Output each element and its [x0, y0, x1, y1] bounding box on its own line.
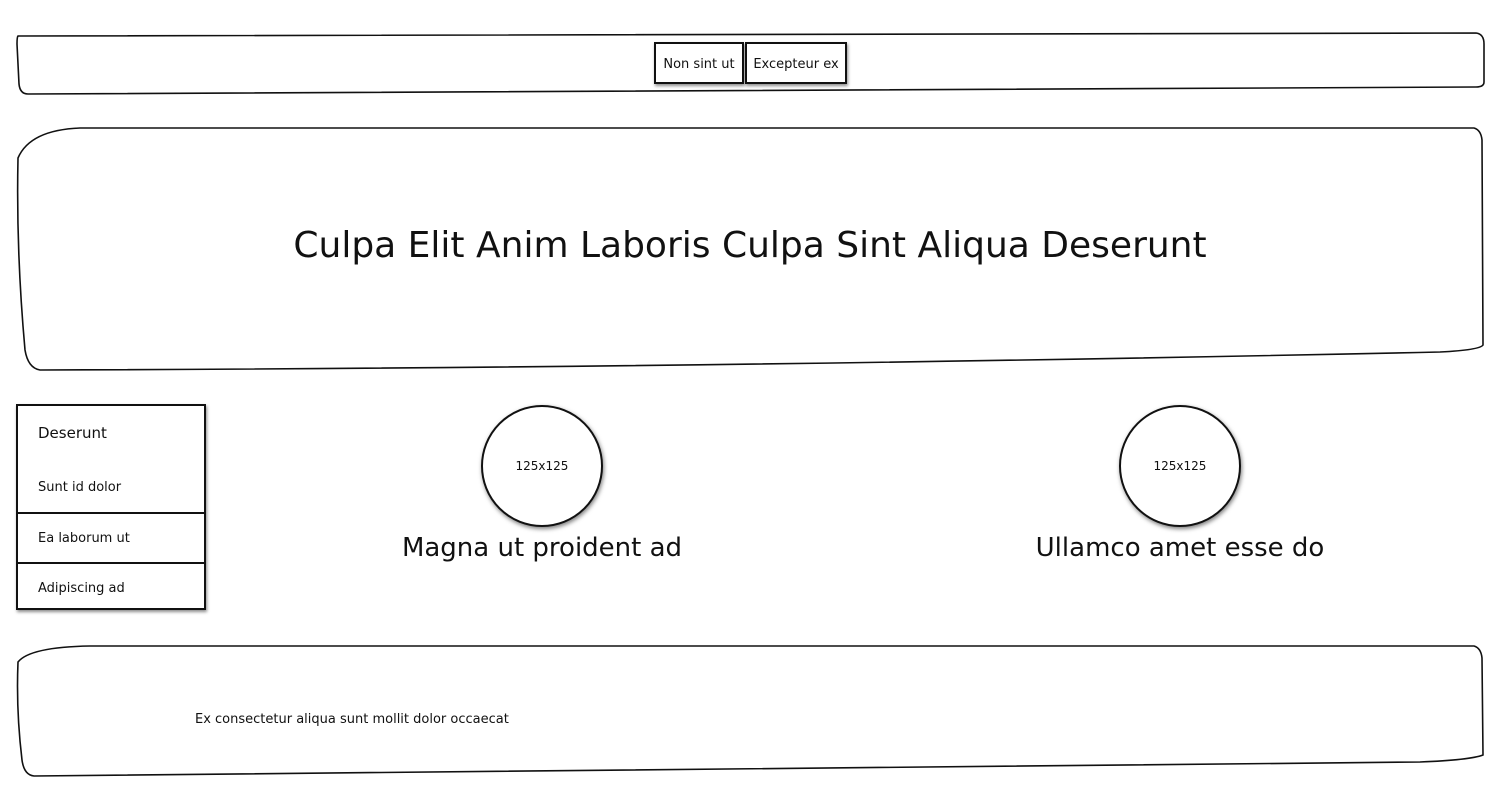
- hero-title: Culpa Elit Anim Laboris Culpa Sint Aliqu…: [293, 225, 1207, 266]
- footer-text: Ex consectetur aliqua sunt mollit dolor …: [195, 712, 509, 727]
- image-placeholder: 125x125: [481, 405, 603, 527]
- image-placeholder: 125x125: [1119, 405, 1241, 527]
- card-caption: Magna ut proident ad: [401, 533, 683, 563]
- image-size-label: 125x125: [1153, 459, 1207, 473]
- sidebar-item-adipiscing-ad[interactable]: Adipiscing ad: [18, 562, 204, 612]
- sidebar-item-sunt-id-dolor[interactable]: Sunt id dolor: [38, 480, 122, 495]
- nav-button-excepteur-ex[interactable]: Excepteur ex: [745, 42, 847, 84]
- card-caption: Ullamco amet esse do: [1035, 533, 1325, 563]
- sidebar-heading: Deserunt: [38, 424, 107, 442]
- sidebar-menu: Deserunt Sunt id dolor Ea laborum ut Adi…: [16, 404, 206, 610]
- image-size-label: 125x125: [515, 459, 569, 473]
- footer-outline: [16, 645, 1484, 777]
- nav-button-non-sint-ut[interactable]: Non sint ut: [654, 42, 744, 84]
- sidebar-item-ea-laborum-ut[interactable]: Ea laborum ut: [18, 512, 204, 562]
